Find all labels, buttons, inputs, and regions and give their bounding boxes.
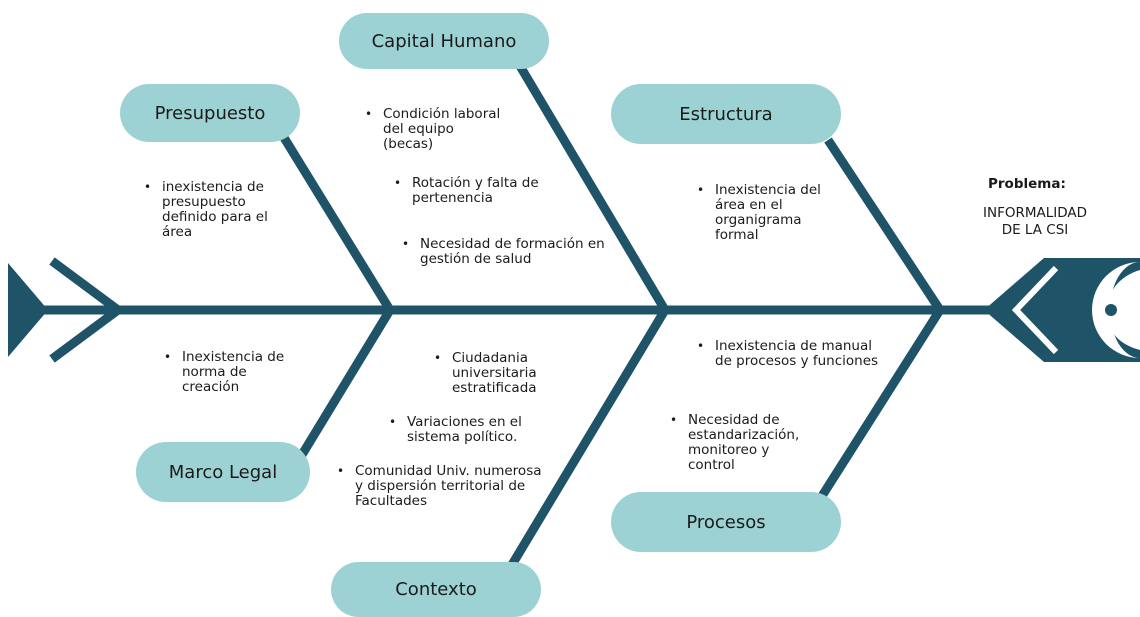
problem-statement: INFORMALIDAD DE LA CSI bbox=[982, 205, 1088, 238]
tail-arm-upper bbox=[49, 257, 121, 314]
bone-capital-humano bbox=[516, 63, 669, 313]
category-presupuesto: Presupuesto bbox=[120, 84, 300, 142]
causes-capital-humano-3: Necesidad de formación en gestión de sal… bbox=[398, 237, 608, 267]
cause-item: Comunidad Univ. numerosa y dispersión te… bbox=[333, 464, 548, 509]
causes-presupuesto: inexistencia de presupuesto definido par… bbox=[140, 180, 300, 240]
category-contexto: Contexto bbox=[331, 562, 541, 617]
bone-marco-legal bbox=[296, 307, 394, 461]
causes-procesos-1: Inexistencia de manual de procesos y fun… bbox=[693, 339, 883, 369]
bone-presupuesto bbox=[279, 133, 394, 313]
cause-item: Variaciones en el sistema político. bbox=[385, 415, 555, 445]
causes-contexto-3: Comunidad Univ. numerosa y dispersión te… bbox=[333, 464, 548, 509]
cause-item: inexistencia de presupuesto definido par… bbox=[140, 180, 300, 240]
tail-arm-lower bbox=[49, 306, 121, 363]
causes-capital-humano-1: Condición laboral del equipo (becas) bbox=[361, 107, 501, 152]
cause-item: Condición laboral del equipo (becas) bbox=[361, 107, 501, 152]
fish-eye-white bbox=[1092, 262, 1140, 358]
cause-item: Inexistencia de manual de procesos y fun… bbox=[693, 339, 883, 369]
tail-fin bbox=[8, 263, 48, 357]
bone-procesos bbox=[818, 307, 944, 499]
category-procesos: Procesos bbox=[611, 492, 841, 552]
fish-eye-pupil bbox=[1105, 304, 1117, 316]
category-estructura: Estructura bbox=[611, 84, 841, 144]
cause-item: Necesidad de estandarización, monitoreo … bbox=[666, 413, 816, 473]
cause-item: Ciudadania universitaria estratificada bbox=[430, 351, 570, 396]
cause-item: Rotación y falta de pertenencia bbox=[390, 176, 550, 206]
cause-item: Inexistencia de norma de creación bbox=[160, 350, 300, 395]
problem-label: Problema: bbox=[988, 176, 1066, 192]
category-marco-legal: Marco Legal bbox=[136, 442, 310, 502]
causes-marco-legal: Inexistencia de norma de creación bbox=[160, 350, 300, 395]
fish-eye-shape bbox=[1106, 270, 1140, 350]
cause-item: Necesidad de formación en gestión de sal… bbox=[398, 237, 608, 267]
causes-contexto-2: Variaciones en el sistema político. bbox=[385, 415, 555, 445]
causes-capital-humano-2: Rotación y falta de pertenencia bbox=[390, 176, 550, 206]
cause-item: Inexistencia del área en el organigrama … bbox=[693, 183, 833, 243]
causes-contexto-1: Ciudadania universitaria estratificada bbox=[430, 351, 570, 396]
causes-procesos-2: Necesidad de estandarización, monitoreo … bbox=[666, 413, 816, 473]
bone-contexto bbox=[506, 307, 669, 571]
bone-estructura bbox=[824, 137, 944, 313]
category-capital-humano: Capital Humano bbox=[339, 13, 549, 69]
fish-gill bbox=[1011, 265, 1059, 355]
causes-estructura: Inexistencia del área en el organigrama … bbox=[693, 183, 833, 243]
